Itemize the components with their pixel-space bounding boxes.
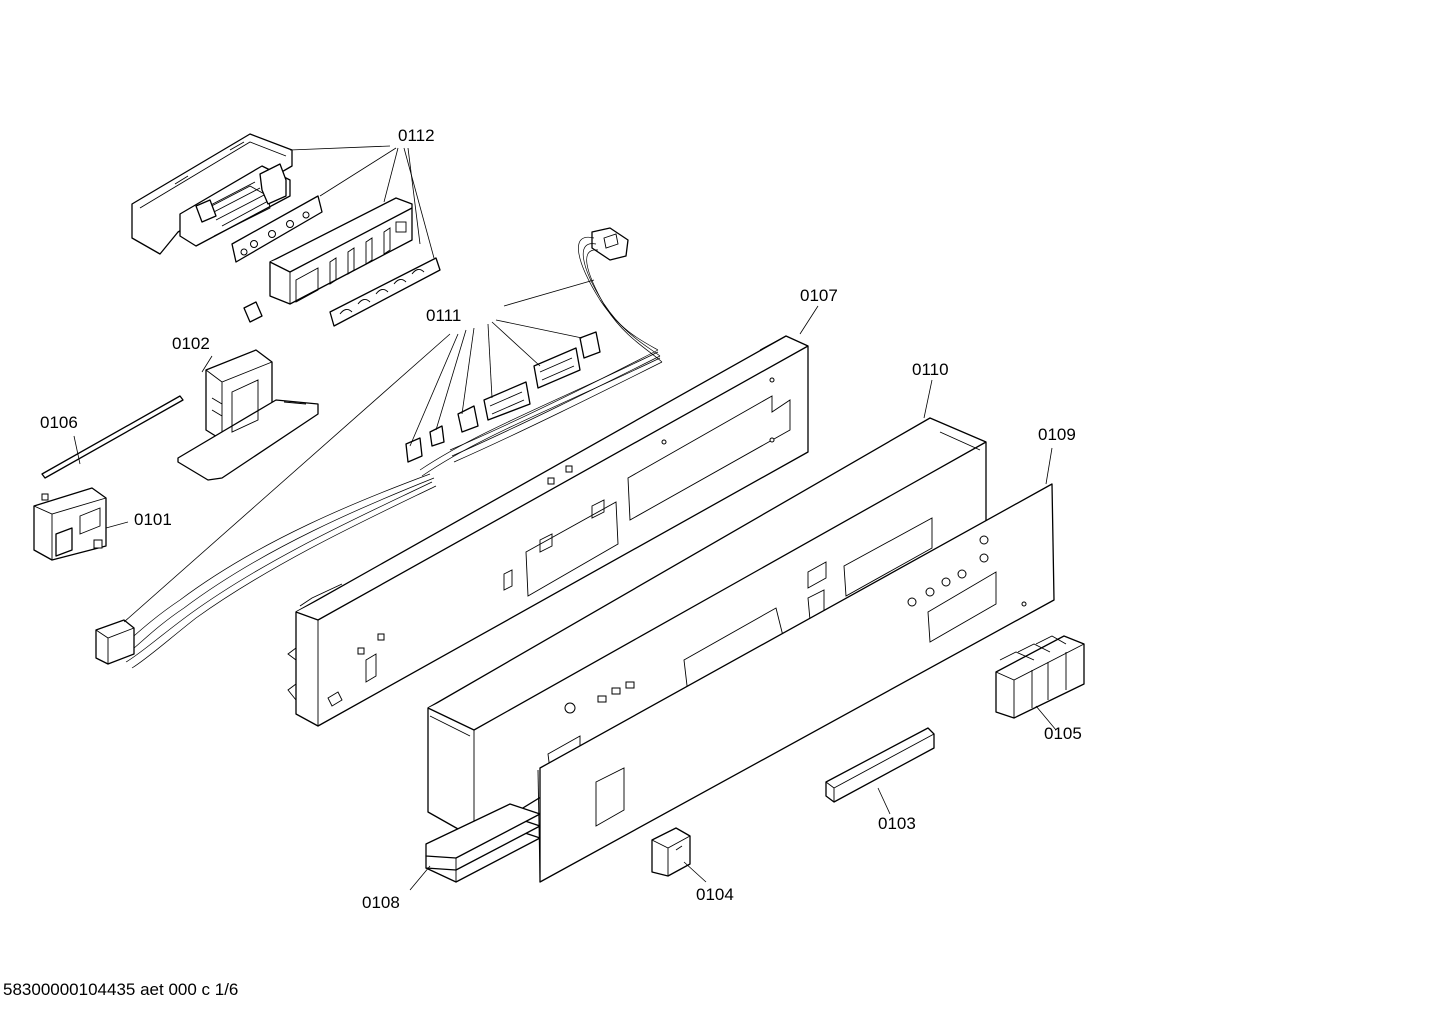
label-0109: 0109 <box>1038 425 1076 444</box>
part-0112-modules <box>131 133 441 327</box>
label-0111: 0111 <box>426 306 461 325</box>
part-0101-switch <box>33 487 107 561</box>
label-0101: 0101 <box>134 510 172 529</box>
part-0109-front-panel <box>537 483 1055 883</box>
part-0103-strip <box>825 727 935 803</box>
part-0111-harness <box>95 227 663 669</box>
part-labels: 0112 0111 0107 0102 0110 0106 0109 0101 … <box>40 126 1082 912</box>
label-0108: 0108 <box>362 893 400 912</box>
label-0107: 0107 <box>800 286 838 305</box>
label-0104: 0104 <box>696 885 734 904</box>
part-0102-holder <box>177 349 319 481</box>
label-0103: 0103 <box>878 814 916 833</box>
label-0106: 0106 <box>40 413 78 432</box>
label-0105: 0105 <box>1044 724 1082 743</box>
part-0104-knob <box>651 827 691 877</box>
part-0110-fascia <box>427 417 987 839</box>
label-0110: 0110 <box>912 360 949 379</box>
label-0102: 0102 <box>172 334 210 353</box>
part-0106-rod <box>41 395 184 479</box>
label-0112: 0112 <box>398 126 435 145</box>
leader-lines <box>73 145 1057 891</box>
part-0105-buttons <box>995 635 1085 719</box>
part-0107-inner-frame <box>287 335 809 727</box>
document-footer: 58300000104435 aet 000 c 1/6 <box>3 980 239 999</box>
